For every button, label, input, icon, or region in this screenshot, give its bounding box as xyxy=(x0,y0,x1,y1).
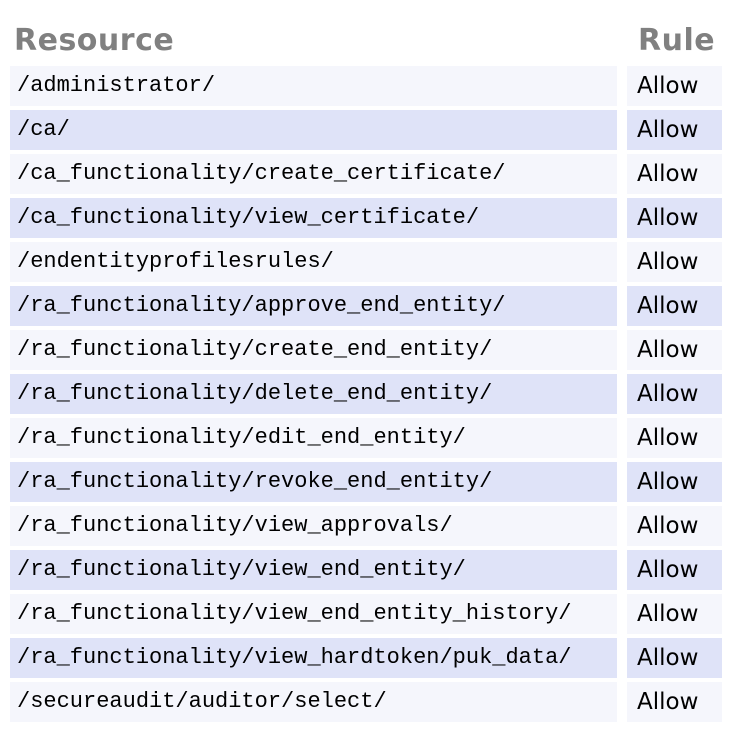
rule-cell: Allow xyxy=(627,330,722,370)
rule-cell: Allow xyxy=(627,66,722,106)
rule-cell: Allow xyxy=(627,110,722,150)
table-row: /ca_functionality/view_certificate/Allow xyxy=(10,198,722,238)
rule-cell: Allow xyxy=(627,682,722,722)
table-row: /ra_functionality/view_end_entity/Allow xyxy=(10,550,722,590)
rule-cell: Allow xyxy=(627,462,722,502)
rule-cell: Allow xyxy=(627,506,722,546)
resource-cell: /secureaudit/auditor/select/ xyxy=(10,682,617,722)
table-row: /ra_functionality/view_approvals/Allow xyxy=(10,506,722,546)
rule-cell: Allow xyxy=(627,198,722,238)
resource-cell: /ra_functionality/edit_end_entity/ xyxy=(10,418,617,458)
table-row: /ra_functionality/revoke_end_entity/Allo… xyxy=(10,462,722,502)
table-row: /ra_functionality/view_hardtoken/puk_dat… xyxy=(10,638,722,678)
table-body: /administrator/Allow/ca/Allow/ca_functio… xyxy=(10,66,722,722)
resource-cell: /ra_functionality/view_end_entity_histor… xyxy=(10,594,617,634)
access-rules-table: Resource Rule /administrator/Allow/ca/Al… xyxy=(10,0,722,722)
rule-cell: Allow xyxy=(627,374,722,414)
column-header-resource: Resource xyxy=(14,23,175,58)
rule-cell: Allow xyxy=(627,154,722,194)
column-header-rule: Rule xyxy=(638,23,716,58)
resource-cell: /ra_functionality/view_hardtoken/puk_dat… xyxy=(10,638,617,678)
resource-cell: /ra_functionality/revoke_end_entity/ xyxy=(10,462,617,502)
resource-cell: /ra_functionality/delete_end_entity/ xyxy=(10,374,617,414)
resource-cell: /ra_functionality/approve_end_entity/ xyxy=(10,286,617,326)
rule-cell: Allow xyxy=(627,418,722,458)
resource-cell: /ra_functionality/create_end_entity/ xyxy=(10,330,617,370)
rule-cell: Allow xyxy=(627,286,722,326)
table-row: /endentityprofilesrules/Allow xyxy=(10,242,722,282)
table-header-row: Resource Rule xyxy=(10,14,722,58)
resource-cell: /ra_functionality/view_end_entity/ xyxy=(10,550,617,590)
table-row: /ca/Allow xyxy=(10,110,722,150)
table-row: /ca_functionality/create_certificate/All… xyxy=(10,154,722,194)
table-row: /ra_functionality/delete_end_entity/Allo… xyxy=(10,374,722,414)
rule-cell: Allow xyxy=(627,550,722,590)
resource-cell: /administrator/ xyxy=(10,66,617,106)
resource-cell: /ra_functionality/view_approvals/ xyxy=(10,506,617,546)
rule-cell: Allow xyxy=(627,242,722,282)
table-row: /ra_functionality/edit_end_entity/Allow xyxy=(10,418,722,458)
table-row: /ra_functionality/approve_end_entity/All… xyxy=(10,286,722,326)
resource-cell: /ca_functionality/view_certificate/ xyxy=(10,198,617,238)
resource-cell: /ca_functionality/create_certificate/ xyxy=(10,154,617,194)
table-row: /administrator/Allow xyxy=(10,66,722,106)
resource-cell: /ca/ xyxy=(10,110,617,150)
rule-cell: Allow xyxy=(627,638,722,678)
rule-cell: Allow xyxy=(627,594,722,634)
table-row: /secureaudit/auditor/select/Allow xyxy=(10,682,722,722)
resource-cell: /endentityprofilesrules/ xyxy=(10,242,617,282)
table-row: /ra_functionality/create_end_entity/Allo… xyxy=(10,330,722,370)
table-row: /ra_functionality/view_end_entity_histor… xyxy=(10,594,722,634)
